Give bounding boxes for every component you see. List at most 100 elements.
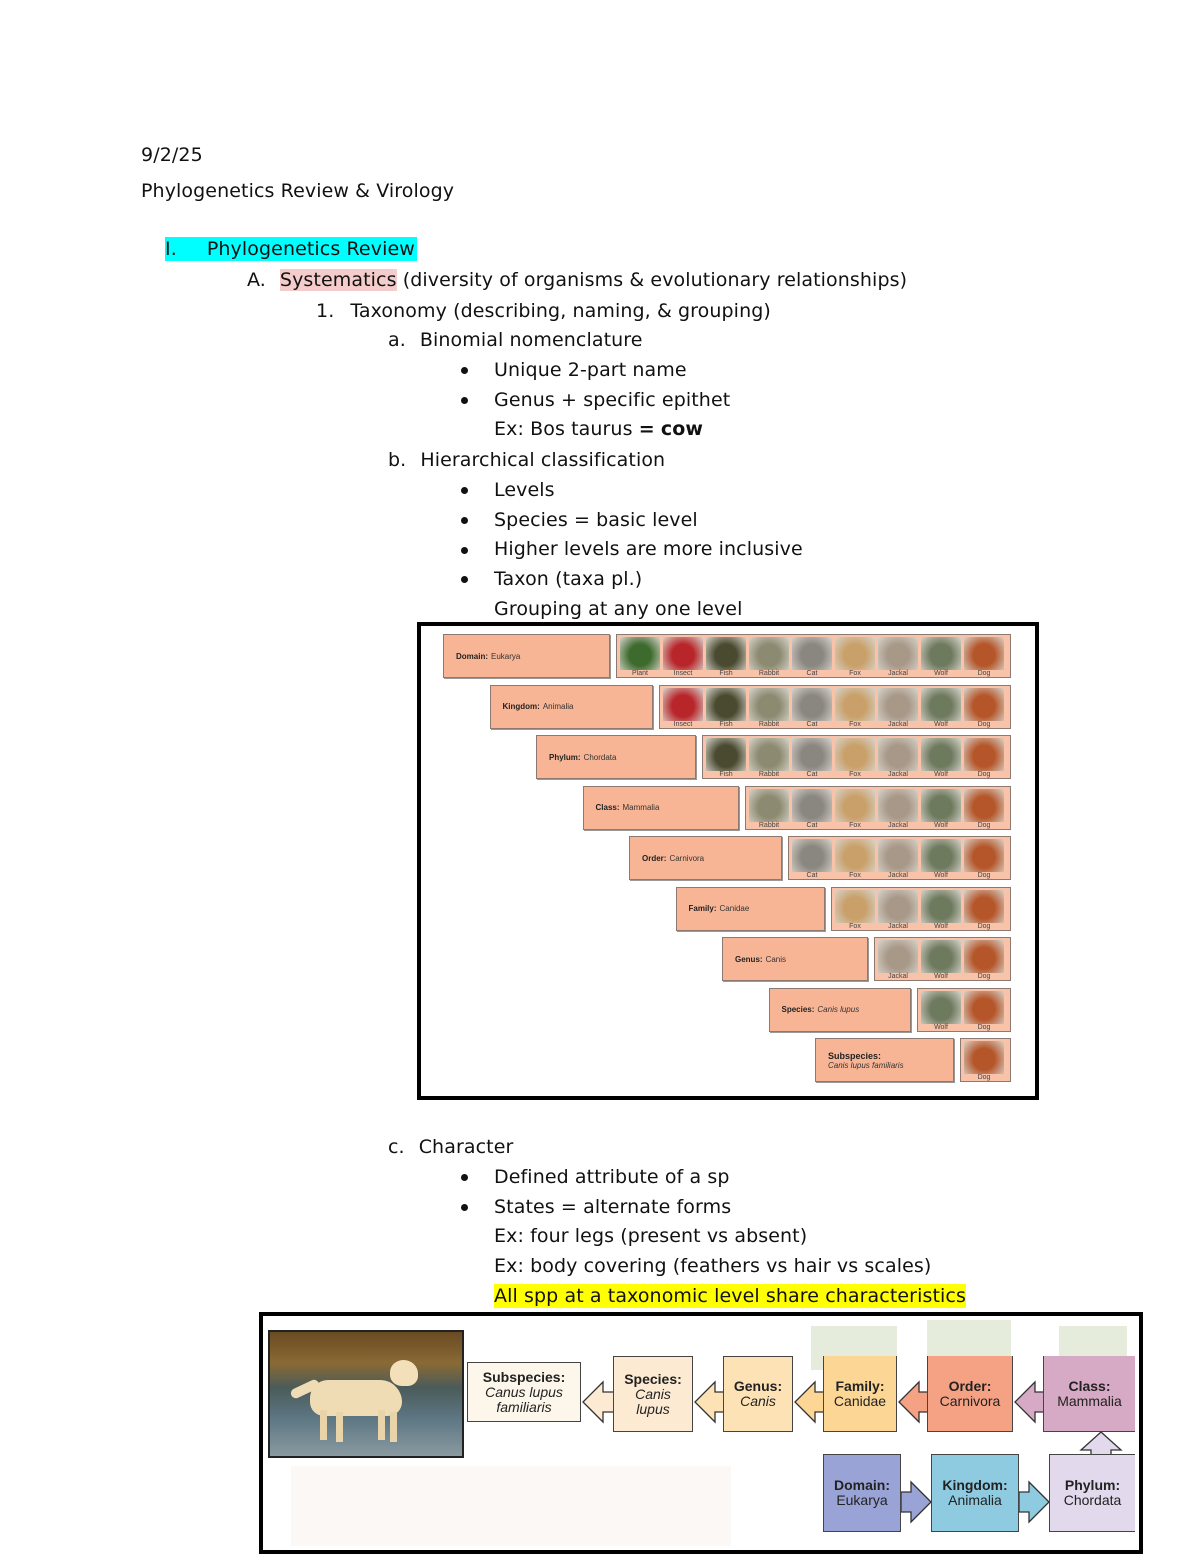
bullet-icon (461, 517, 468, 524)
organism-caption: Wolf (934, 821, 948, 829)
box-family: Family: Canidae (823, 1356, 897, 1432)
level-name: Canis lupus (817, 1005, 860, 1014)
organism-thumbnail: Dog (964, 637, 1004, 678)
organism-thumbnail: Fish (706, 687, 746, 729)
organism-thumbnail: Wolf (921, 839, 961, 880)
jackal-photo (878, 738, 918, 771)
fish-photo (706, 687, 746, 721)
insect-photo (663, 637, 703, 670)
level-name: Carnivora (669, 853, 705, 863)
species-rank: Species: (624, 1370, 682, 1387)
hierarchy-level-label: Class:Mammalia (582, 785, 739, 830)
item-1-label: Taxonomy (describing, naming, & grouping… (350, 300, 771, 322)
organism-thumbnail: Rabbit (749, 687, 789, 729)
organism-thumbnail: Wolf (921, 940, 961, 981)
family-rank: Family: (835, 1377, 885, 1394)
organism-caption: Fox (849, 720, 861, 728)
organism-thumbnail: Dog (964, 889, 1004, 931)
organism-caption: Dog (977, 720, 991, 728)
organism-caption: Rabbit (758, 771, 780, 778)
fox-photo (835, 687, 875, 721)
organism-caption: Dog (977, 922, 991, 930)
organism-thumbnail: Fox (835, 687, 875, 729)
section-a-marker: A. (247, 269, 266, 291)
organism-caption: Fox (849, 771, 861, 778)
dog-photo (964, 738, 1004, 771)
subspecies-rank: Subspecies: (482, 1368, 566, 1385)
organism-caption: Wolf (934, 1023, 948, 1031)
organism-thumbnail: Jackal (878, 788, 918, 830)
organism-thumbnail: Cat (792, 637, 832, 678)
organism-thumbnail: Fox (835, 738, 875, 779)
organism-thumbnail: Dog (964, 687, 1004, 729)
level-name: Canidae (719, 904, 750, 913)
organism-caption: Jackal (888, 922, 908, 930)
organism-thumbnail: Fox (835, 637, 875, 678)
kingdom-name: Animalia (948, 1492, 1002, 1508)
section-i-label: Phylogenetics Review (206, 238, 415, 260)
box-genus: Genus: Canis (723, 1356, 793, 1432)
item-1-marker: 1. (316, 300, 335, 322)
organism-thumbnail: Dog (964, 738, 1004, 779)
dog-photo (964, 990, 1004, 1024)
fox-photo (835, 889, 875, 923)
organism-thumbnail: Wolf (921, 788, 961, 830)
dog-photo (964, 839, 1004, 872)
jackal-photo (878, 687, 918, 721)
organism-caption: Cat (806, 872, 818, 879)
organism-caption: Insect (673, 720, 693, 728)
a-bullet-0: Unique 2-part name (494, 359, 687, 381)
item-a-marker: a. (388, 329, 406, 351)
box-phylum: Phylum: Chordata (1049, 1454, 1135, 1532)
jackal-photo (878, 788, 918, 822)
section-a-rest: (diversity of organisms & evolutionary r… (396, 269, 908, 291)
organism-thumbnail: Wolf (921, 687, 961, 729)
organism-thumbnail: Insect (663, 687, 703, 729)
level-name: Canis lupus familiaris (828, 1060, 904, 1070)
b-note: Grouping at any one level (494, 598, 743, 620)
section-i-marker: I. (165, 238, 177, 260)
level-rank: Subspecies: (828, 1050, 882, 1061)
jackal-photo (878, 637, 918, 670)
bullet-icon (461, 367, 468, 374)
b-bullet-0: Levels (494, 479, 555, 501)
organism-caption: Dog (977, 872, 991, 879)
b-bullet-2: Higher levels are more inclusive (494, 538, 803, 560)
organism-caption: Wolf (934, 670, 948, 677)
note-date: 9/2/25 (141, 144, 203, 166)
organism-thumbnail: Fish (706, 738, 746, 779)
b-bullet-3: Taxon (taxa pl.) (494, 568, 643, 590)
kingdom-rank: Kingdom: (942, 1477, 1008, 1493)
organism-caption: Dog (977, 973, 991, 980)
organism-caption: Fox (849, 821, 861, 829)
dog-photo (964, 637, 1004, 670)
organism-thumbnail: Jackal (878, 889, 918, 931)
organism-caption: Rabbit (758, 821, 780, 829)
item-c-label: Character (418, 1136, 514, 1158)
fish-photo (706, 637, 746, 670)
hierarchy-level-label: Order:Carnivora (629, 836, 782, 880)
item-1-heading: 1. Taxonomy (describing, naming, & groupi… (316, 299, 771, 323)
organism-caption: Dog (977, 771, 991, 778)
rabbit-photo (749, 788, 789, 822)
cat-photo (792, 788, 832, 822)
level-name: Chordata (583, 752, 617, 762)
hierarchy-level-label: Genus:Canis (722, 937, 868, 981)
cat-photo (792, 738, 832, 771)
jackal-photo (878, 940, 918, 973)
section-a-heading: A. Systematics (diversity of organisms & … (247, 268, 907, 292)
c-bullet-1: States = alternate forms (494, 1196, 732, 1218)
section-a-highlight: Systematics (279, 269, 397, 291)
c-bullet-0: Defined attribute of a sp (494, 1166, 730, 1188)
c-highlight: All spp at a taxonomic level share chara… (494, 1284, 966, 1308)
class-name: Mammalia (1057, 1392, 1122, 1409)
organism-thumbnail: Fish (706, 637, 746, 678)
level-rank: Family: (688, 904, 717, 913)
organism-thumbnail: Jackal (878, 637, 918, 678)
hierarchy-organisms: Dog (960, 1038, 1011, 1082)
